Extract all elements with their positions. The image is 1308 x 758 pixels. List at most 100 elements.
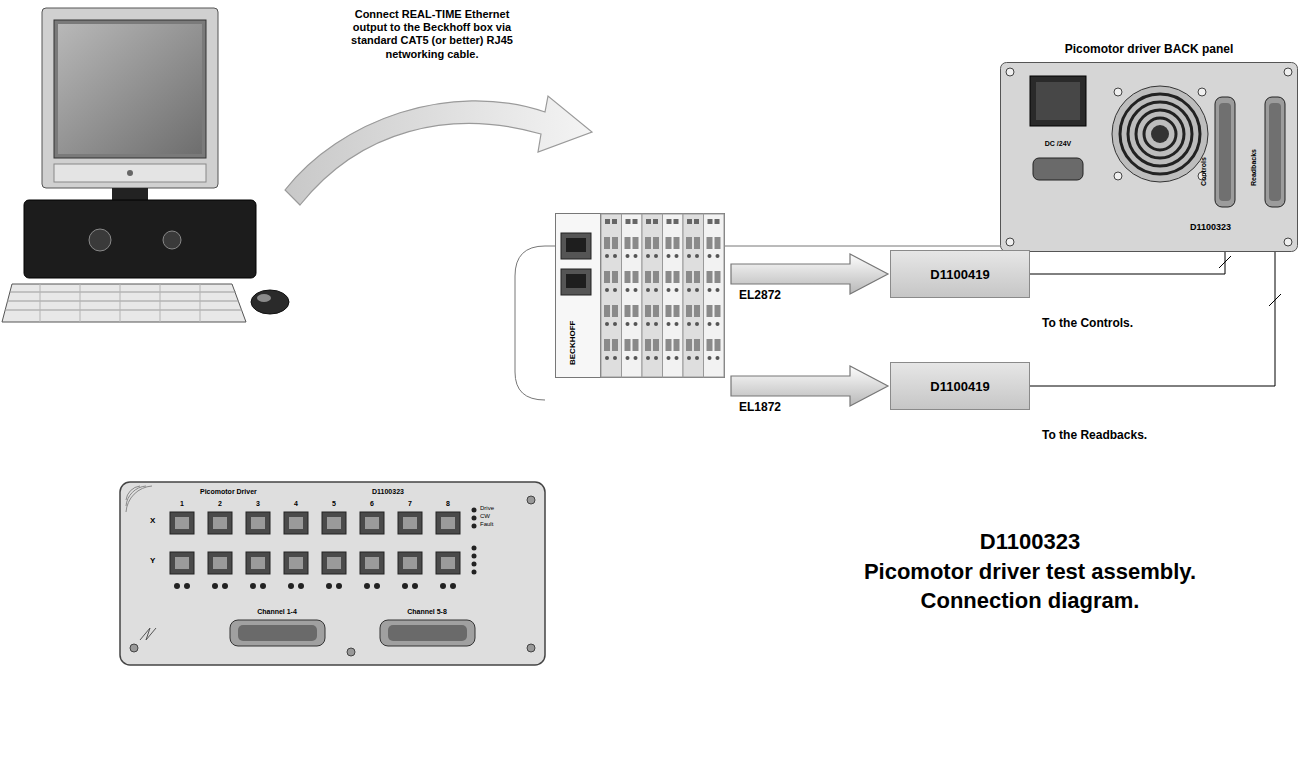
ground-symbol [140, 628, 156, 640]
channel-number: 5 [332, 500, 336, 508]
terminal-led [605, 219, 610, 224]
text-holder: 3 [256, 500, 260, 508]
terminal-slice [704, 214, 725, 377]
key-columns [40, 284, 200, 322]
rj45-opening [289, 517, 303, 529]
terminal-screw [695, 322, 699, 326]
edge-label: EL1872 [739, 400, 781, 414]
panel-screw [527, 644, 535, 652]
terminal-screw [613, 288, 617, 292]
text-holder: 7 [408, 500, 412, 508]
board-number: D1100419 [930, 379, 989, 394]
text-holder: Picomotor driver test assembly. Connecti… [830, 558, 1230, 615]
monitor-stand [112, 188, 148, 200]
terminal-led [708, 219, 713, 224]
terminal-screw [654, 254, 658, 258]
channel-number: 7 [408, 500, 412, 508]
text-holder: Readbacks [1250, 149, 1258, 186]
front-panel [120, 482, 545, 665]
rj45-opening [441, 557, 455, 569]
terminal-screw [646, 288, 650, 292]
text-holder: CW [480, 513, 490, 519]
terminal-screw [626, 254, 630, 258]
terminal-led [667, 219, 672, 224]
terminal-slice [642, 214, 663, 377]
text-holder: To the Controls. [1042, 316, 1133, 330]
terminal-led [687, 219, 692, 224]
status-led [472, 508, 477, 513]
terminal-contact [653, 237, 659, 249]
terminal-screw [613, 356, 617, 360]
rj45-opening [403, 517, 417, 529]
terminal-contact [625, 305, 631, 317]
ethernet-opening [566, 274, 586, 288]
status-led [472, 570, 477, 575]
status-led [184, 583, 190, 589]
monitor-base [54, 164, 206, 182]
coupler [556, 214, 601, 378]
power-switch [1030, 76, 1086, 126]
terminal-contact [694, 305, 700, 317]
db25-shell [1219, 103, 1231, 201]
edge-label: To the Readbacks. [1042, 428, 1147, 442]
keyboard [2, 284, 246, 322]
channel-number: 8 [446, 500, 450, 508]
terminal-contact [653, 305, 659, 317]
status-led [440, 583, 446, 589]
rj45-jack [436, 552, 460, 574]
terminal-screw [667, 322, 671, 326]
terminal-screw [695, 288, 699, 292]
rj45-jack [284, 512, 308, 534]
terminal-contact [666, 271, 672, 283]
row-label: X [150, 516, 155, 526]
rj45-opening [213, 557, 227, 569]
connector-label: Controls [1200, 157, 1208, 186]
terminal-screw [646, 254, 650, 258]
edge-label: EL2872 [739, 288, 781, 302]
terminal-contact [645, 271, 651, 283]
power-label: DC /24V [1045, 140, 1071, 148]
screw [1114, 172, 1122, 180]
status-led [174, 583, 180, 589]
monitor-bezel [54, 20, 206, 158]
terminal-contact [686, 271, 692, 283]
terminal-screw [675, 288, 679, 292]
terminal-slice [601, 214, 622, 377]
status-led [250, 583, 256, 589]
part-number: D1100323 [1190, 222, 1231, 233]
connector-label: Channel 5-8 [407, 608, 447, 616]
board-number: D1100419 [930, 267, 989, 282]
key-rows [5, 292, 242, 310]
db25-shell [1269, 103, 1281, 201]
terminal-screw [667, 254, 671, 258]
terminal-screw [626, 322, 630, 326]
power-connector [1033, 158, 1083, 180]
terminal-contact [612, 271, 618, 283]
status-led [298, 583, 304, 589]
rj45-opening [403, 557, 417, 569]
panel-name: Picomotor Driver [200, 488, 257, 496]
rj45-opening [175, 557, 189, 569]
fan [1112, 86, 1208, 182]
fan-guard [1112, 86, 1208, 182]
terminal-contact [694, 237, 700, 249]
connector-label: Channel 1-4 [257, 608, 297, 616]
screw [1006, 68, 1014, 76]
part-number: D1100323 [372, 488, 404, 496]
terminal-screw [708, 356, 712, 360]
rj45-jack [208, 552, 232, 574]
led-label: CW [480, 513, 490, 519]
led-label: Fault [480, 521, 493, 527]
status-led [472, 562, 477, 567]
rj45-jacks [170, 508, 477, 590]
terminal-slice [683, 214, 704, 377]
rj45-jack [208, 512, 232, 534]
terminal-contact [694, 339, 700, 351]
terminal-contact [604, 271, 610, 283]
terminal-screw [605, 254, 609, 258]
brand-label: BECKHOFF [568, 321, 578, 365]
terminal-screw [675, 356, 679, 360]
desktop-case [24, 200, 256, 278]
computer-illustration [2, 8, 289, 322]
panel-decoration [126, 486, 152, 512]
